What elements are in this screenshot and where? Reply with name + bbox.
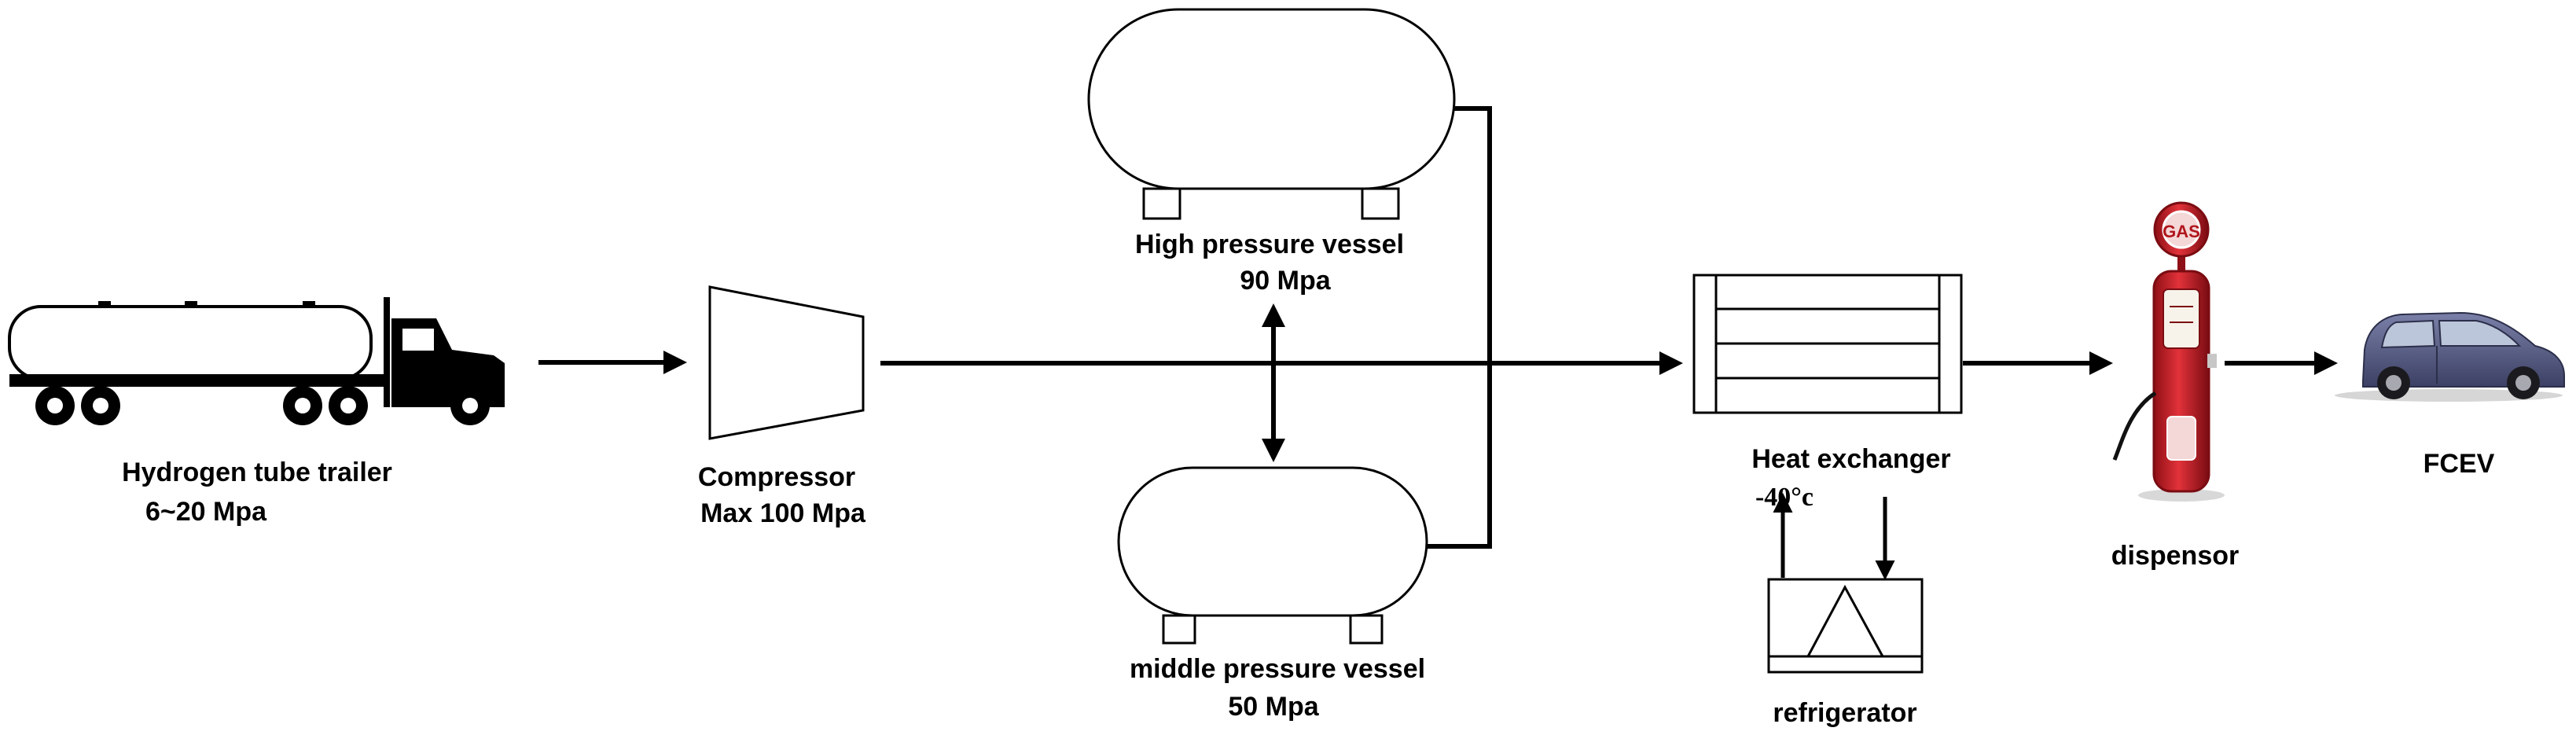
high-pressure-vessel-shape [1087,8,1456,220]
vehicle-label: FCEV [2423,449,2495,479]
middle-vessel-pressure: 50 Mpa [1228,692,1319,722]
high-vessel-label: High pressure vessel [1135,230,1404,259]
tube-trailer-icon [8,297,505,425]
compressor-label: Compressor [698,462,855,492]
compressor-pressure: Max 100 Mpa [700,498,866,528]
trailer-label: Hydrogen tube trailer [122,458,392,487]
pump-sign-text: GAS [2163,222,2200,241]
heat-exchanger-shape [1692,274,1963,414]
vessel-manifold-line [1427,106,1492,549]
compressor-shape [708,285,865,440]
heat-exchanger-label: Heat exchanger [1751,444,1950,474]
trailer-pressure: 6~20 Mpa [145,497,267,527]
middle-pressure-vessel-shape [1117,466,1428,645]
refrigerator-shape [1767,578,1924,674]
middle-vessel-label: middle pressure vessel [1130,654,1425,684]
gas-pump-icon: GAS [2112,201,2225,502]
dispenser-label: dispensor [2111,541,2239,571]
high-vessel-pressure: 90 Mpa [1240,266,1331,296]
refrigerator-label: refrigerator [1773,698,1916,728]
car-icon [2335,311,2565,402]
